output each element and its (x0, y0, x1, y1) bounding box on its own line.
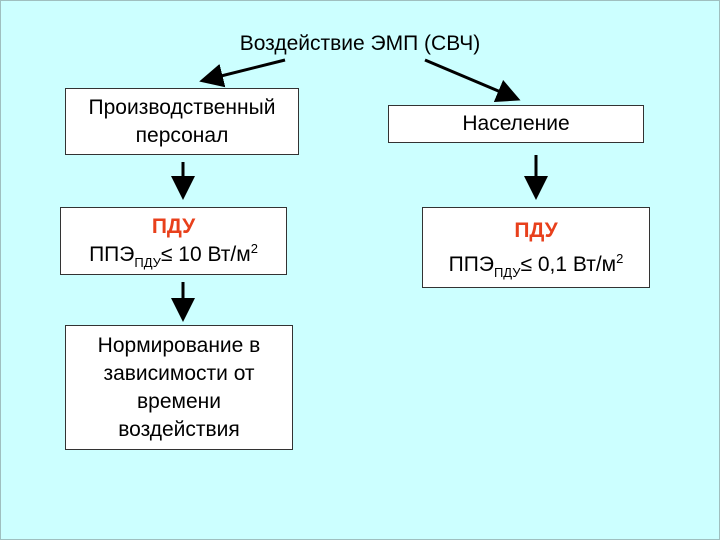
personnel-label: Производственный персонал (88, 95, 276, 147)
norming-label: Нормирование в зависимости от времени во… (97, 333, 261, 441)
norming-box: Нормирование в зависимости от времени во… (65, 325, 293, 450)
arrow-to-population (424, 58, 521, 103)
population-label: Население (462, 112, 570, 135)
pdu-left-formula: ППЭПДУ≤ 10 Вт/м2 (89, 241, 258, 270)
pdu-right-box: ПДУ ППЭПДУ≤ 0,1 Вт/м2 (422, 207, 650, 288)
pdu-left-label: ПДУ (151, 215, 196, 238)
personnel-box: Производственный персонал (65, 88, 299, 155)
pdu-left-box: ПДУ ППЭПДУ≤ 10 Вт/м2 (60, 207, 287, 275)
arrow-to-personnel (199, 58, 286, 88)
pdu-right-formula: ППЭПДУ≤ 0,1 Вт/м2 (448, 250, 624, 280)
population-box: Население (388, 105, 644, 143)
diagram-title: Воздействие ЭМП (СВЧ) (239, 32, 481, 55)
pdu-right-label: ПДУ (514, 218, 558, 242)
